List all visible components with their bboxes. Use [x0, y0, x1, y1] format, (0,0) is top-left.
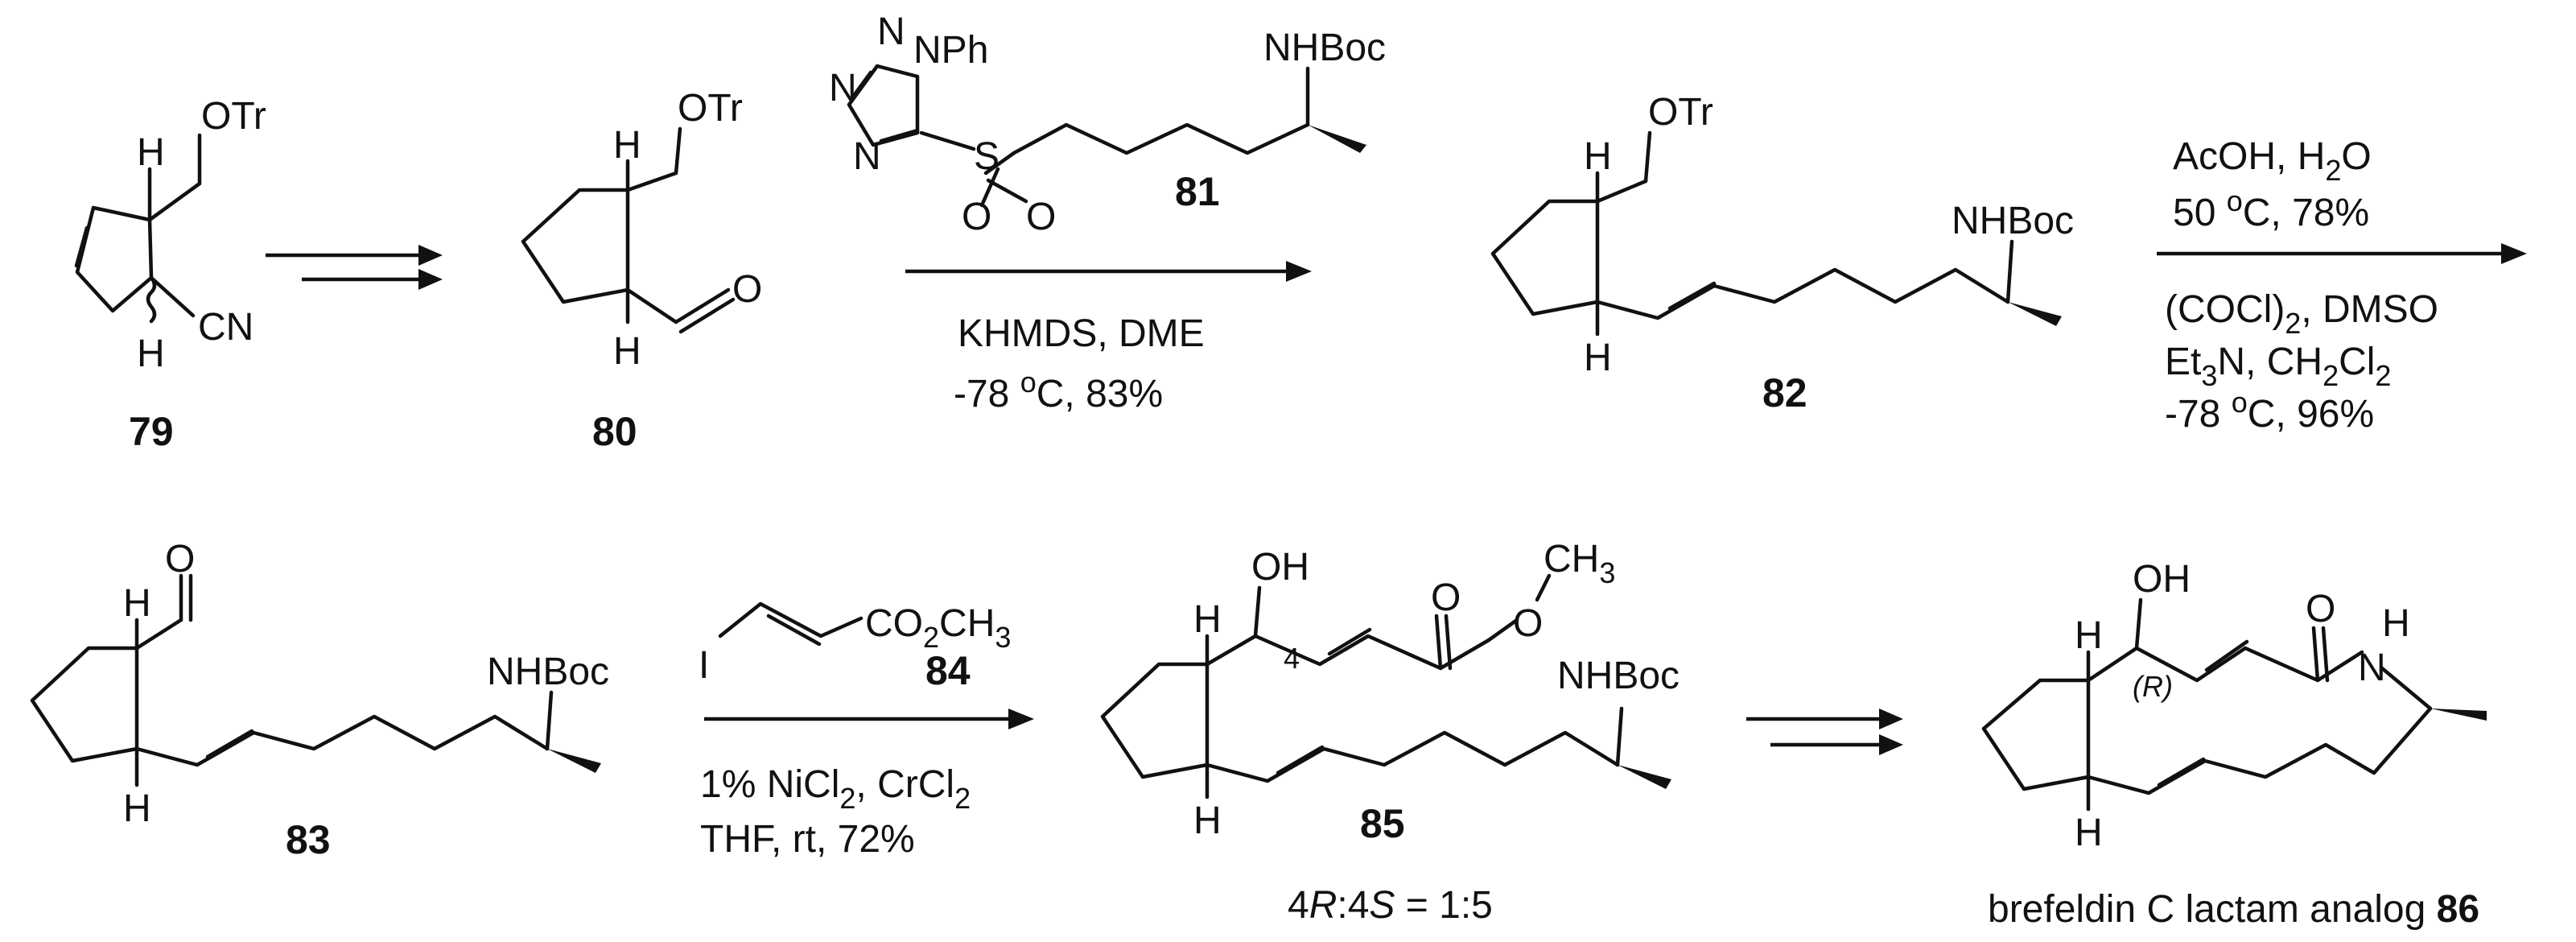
diastereomer-ratio: 4R:4S = 1:5: [1288, 884, 1493, 927]
compound-number: 83: [286, 817, 331, 862]
label-h: H: [123, 787, 151, 830]
compound-name: brefeldin C lactam analog 86: [1988, 888, 2479, 931]
compound-86: OH H H (R) O N H brefeldin C lactam anal…: [1981, 558, 2487, 931]
label-otr: OTr: [1648, 91, 1713, 134]
label-o: O: [2306, 588, 2335, 630]
label-h: H: [2075, 614, 2103, 657]
label-h: H: [1193, 598, 1222, 641]
label-ch3: CH3: [1544, 538, 1615, 589]
reaction-arrow: [905, 261, 1312, 282]
reaction-conditions: AcOH, H2O: [2173, 135, 2372, 187]
compound-number: 80: [592, 409, 637, 454]
multi-step-arrow: [1746, 709, 1903, 755]
label-h: H: [123, 582, 151, 625]
reaction-arrow: [2157, 243, 2527, 264]
label-h: H: [2382, 602, 2410, 645]
label-r-stereo: (R): [2133, 670, 2173, 703]
label-nhboc: NHBoc: [1557, 655, 1680, 697]
label-o: O: [732, 268, 762, 311]
label-h: H: [1584, 337, 1612, 379]
label-o: O: [165, 538, 195, 580]
label-h: H: [2075, 812, 2103, 854]
label-h: H: [613, 124, 641, 167]
label-n: N: [829, 67, 857, 109]
label-oh: OH: [1251, 546, 1309, 589]
label-oh: OH: [2133, 558, 2191, 601]
reaction-conditions: -78 oC, 96%: [2165, 386, 2374, 436]
label-h: H: [137, 131, 165, 174]
reaction-arrow: [704, 709, 1034, 729]
compound-84: I CO2CH3 84: [699, 601, 1011, 693]
label-h: H: [1193, 799, 1222, 842]
label-nhboc: NHBoc: [1952, 200, 2074, 242]
label-n: N: [2358, 647, 2386, 689]
compound-number: 84: [925, 648, 971, 693]
label-h: H: [1584, 135, 1612, 178]
label-h: H: [137, 333, 165, 375]
label-i: I: [699, 644, 709, 687]
label-nhboc: NHBoc: [487, 651, 609, 693]
compound-85: OH H H 4 O O CH3 NHBoc 85 4R:4S = 1:5: [1100, 538, 1680, 927]
reaction-conditions: THF, rt, 72%: [700, 818, 915, 861]
label-nhboc: NHBoc: [1263, 27, 1386, 69]
compound-81: N N N NPh S O O NHBoc 81: [829, 10, 1386, 238]
compound-80: OTr H H O 80: [521, 87, 762, 454]
compound-82: OTr H H NHBoc 82: [1490, 91, 2074, 415]
label-co2ch3: CO2CH3: [865, 602, 1011, 654]
multi-step-arrow: [266, 245, 443, 290]
label-h: H: [613, 330, 641, 373]
label-o: O: [962, 196, 991, 238]
compound-83: O H H NHBoc 83: [30, 538, 609, 862]
label-o: O: [1513, 602, 1543, 645]
label-n: N: [853, 135, 881, 178]
compound-number: 82: [1762, 370, 1807, 415]
reaction-conditions: 50 oC, 78%: [2173, 184, 2369, 234]
reaction-conditions: 1% NiCl2, CrCl2: [700, 763, 971, 815]
label-n-ph: NPh: [913, 29, 988, 72]
reaction-conditions: -78 oC, 83%: [954, 366, 1163, 415]
label-cn: CN: [198, 306, 253, 349]
reaction-conditions: Et3N, CH2Cl2: [2165, 341, 2391, 392]
label-c4: 4: [1284, 642, 1300, 675]
label-otr: OTr: [678, 87, 743, 130]
label-o: O: [1026, 196, 1056, 238]
reaction-conditions: KHMDS, DME: [958, 312, 1205, 355]
label-o: O: [1431, 576, 1461, 619]
label-otr: OTr: [201, 95, 266, 138]
compound-number: 81: [1175, 169, 1220, 214]
reaction-conditions: (COCl)2, DMSO: [2165, 288, 2438, 340]
compound-number: 85: [1360, 801, 1405, 846]
label-s: S: [974, 135, 999, 178]
compound-79: OTr H H CN 79: [74, 95, 266, 454]
compound-number: 79: [129, 409, 174, 454]
label-n: N: [877, 10, 905, 53]
